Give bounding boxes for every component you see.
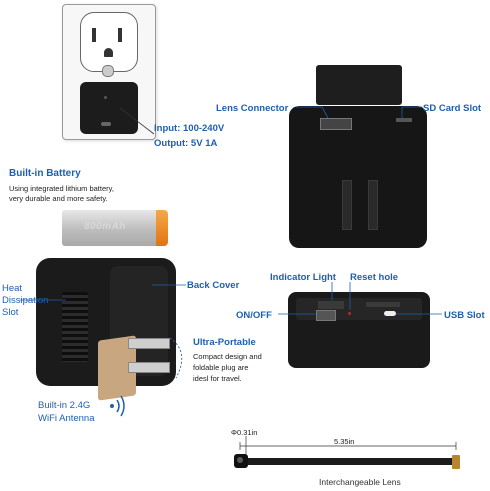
reset-hole-dot: [348, 312, 351, 315]
lens-connector-end: [452, 455, 460, 469]
heat-label-line3: Slot: [2, 307, 19, 318]
lens-diameter-label: Φ0.31in: [231, 428, 258, 437]
usb-slot-label: USB Slot: [444, 310, 485, 321]
battery-desc-line2: very durable and more safety.: [9, 194, 108, 203]
lens-connector-label: Lens Connector: [216, 103, 289, 114]
input-spec-label: Input: 100-240V: [154, 123, 225, 134]
ultra-portable-desc1: Compact design and: [193, 352, 262, 361]
ultra-portable-desc2: foldable plug are: [193, 363, 249, 372]
usb-port: [384, 311, 396, 316]
device-top-body: [289, 106, 427, 248]
lens-caption: Interchangeable Lens: [319, 477, 401, 487]
indicator-light-label: Indicator Light: [270, 272, 336, 283]
outlet-screw: [102, 65, 114, 77]
fold-prong-left: [342, 180, 352, 230]
battery-cap: [156, 210, 168, 246]
lens-length-label: 5.35in: [334, 437, 355, 446]
sd-card-slot-graphic: [396, 118, 412, 122]
heat-label-line1: Heat: [2, 283, 23, 294]
outlet-leader: [119, 107, 155, 135]
wifi-antenna-label-line2: WiFi Antenna: [38, 413, 95, 424]
outlet-receptacle: [80, 12, 138, 72]
on-off-switch: [316, 310, 336, 321]
ultra-portable-desc3: idesl for travel.: [193, 374, 242, 383]
output-spec-label: Output: 5V 1A: [154, 138, 218, 149]
plug-prong-1: [128, 338, 170, 349]
battery-cell: [62, 210, 158, 246]
battery-desc-line1: Using integrated lithium battery,: [9, 184, 114, 193]
lens-connector-port: [320, 118, 352, 130]
outlet-ground-hole: [104, 48, 113, 57]
plug-prong-2: [128, 362, 170, 373]
sd-card-slot-label: SD Card Slot: [423, 103, 482, 114]
outlet-slot-left: [92, 28, 96, 42]
battery-title: Built-in Battery: [9, 168, 81, 179]
sd-slot-side: [366, 302, 400, 307]
plugged-camera-port: [101, 122, 111, 126]
plugged-camera-lens-dot: [104, 96, 107, 99]
wifi-signal-icon: [110, 395, 125, 417]
heat-dissipation-vents: [62, 292, 88, 362]
ultra-portable-title: Ultra-Portable: [193, 337, 256, 348]
fold-prong-right: [368, 180, 378, 230]
outlet-slot-right: [118, 28, 122, 42]
wifi-antenna-label-line1: Built-in 2.4G: [38, 400, 91, 411]
lens-eye: [237, 457, 243, 463]
device-top-lid: [316, 65, 402, 105]
indicator-window: [318, 301, 344, 309]
lens-ribbon-cable: [240, 458, 454, 465]
battery-capacity-text: 800mAh: [84, 221, 126, 232]
heat-label-line2: Dissipation: [2, 295, 49, 306]
back-cover-label: Back Cover: [187, 280, 240, 291]
on-off-label: ON/OFF: [236, 310, 272, 321]
reset-hole-label: Reset hole: [350, 272, 399, 283]
